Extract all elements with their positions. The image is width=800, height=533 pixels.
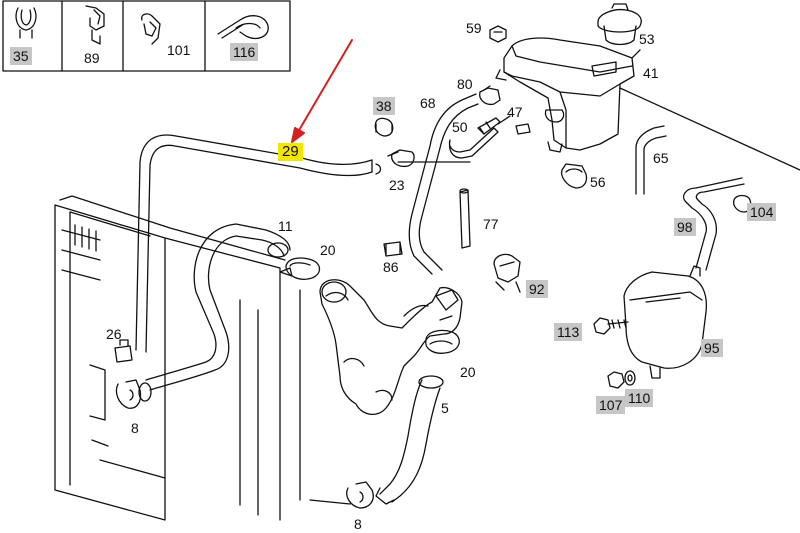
part-label-56: 56 [590,174,606,190]
clip-92 [493,253,521,293]
part-label-92: 92 [526,280,548,298]
pointer-arrow [291,39,353,143]
part-label-110: 110 [625,389,654,407]
part-label-113: 113 [554,323,583,341]
clamp-80 [479,85,501,106]
clamp-20-upper [279,257,321,280]
hose-65 [635,125,667,195]
expansion-tank [495,37,635,153]
part-label-5: 5 [441,400,449,416]
fitting-59 [489,25,507,43]
hose-5 [375,375,444,505]
hose-clip-icon [141,13,161,45]
legend-item-116: 116 [230,43,259,61]
legend-item-35: 35 [10,47,32,65]
washer-110 [624,370,636,386]
part-label-77: 77 [483,216,499,232]
part-label-80: 80 [457,76,473,92]
part-label-95: 95 [701,339,723,357]
legend-item-89: 89 [84,50,100,66]
part-label-65: 65 [653,150,669,166]
cap-53 [597,3,642,46]
clamp-23 [387,149,415,168]
cable-tie-icon [217,15,269,40]
part-label-59: 59 [466,20,482,36]
clamp-20-lower [425,329,460,354]
part-label-8-upper: 8 [131,420,139,436]
part-label-50: 50 [452,119,468,135]
hose-29 [135,134,382,353]
part-label-47: 47 [507,104,523,120]
hose-11 [138,223,291,402]
sensor-50 [448,115,511,159]
grommet-38 [374,117,394,137]
part-label-107: 107 [596,396,626,414]
part-label-23: 23 [389,177,405,193]
radiator [54,195,286,521]
part-label-38: 38 [373,97,395,115]
grommet-86 [383,241,403,257]
hose-68 [408,93,479,275]
callout-29: 29 [278,143,303,161]
water-pump-housing [319,279,463,415]
part-label-11: 11 [278,218,293,234]
part-label-53: 53 [639,31,655,47]
grommet-56 [560,163,588,189]
part-label-8-lower: 8 [354,516,362,532]
clamp-26 [114,339,133,363]
part-label-20-upper: 20 [320,242,336,258]
part-label-104: 104 [747,203,777,221]
clip-47 [515,123,531,135]
nut-107 [607,371,625,389]
reservoir-95 [623,265,708,379]
bolt-113 [593,317,629,335]
part-label-98: 98 [674,218,696,236]
clamp-8-upper [115,379,142,409]
clip-icon [15,7,37,39]
reference-line [299,49,800,505]
rod-77 [459,188,471,249]
hose-98 [682,177,745,271]
legend-frame [2,0,291,72]
part-label-68: 68 [420,95,436,111]
part-label-20-lower: 20 [460,364,476,380]
legend-item-101: 101 [167,42,191,58]
part-label-41: 41 [643,65,659,81]
part-label-86: 86 [383,259,399,275]
clamp-8-lower [346,481,374,509]
part-label-26: 26 [106,326,122,342]
bracket-clip-icon [85,5,105,45]
